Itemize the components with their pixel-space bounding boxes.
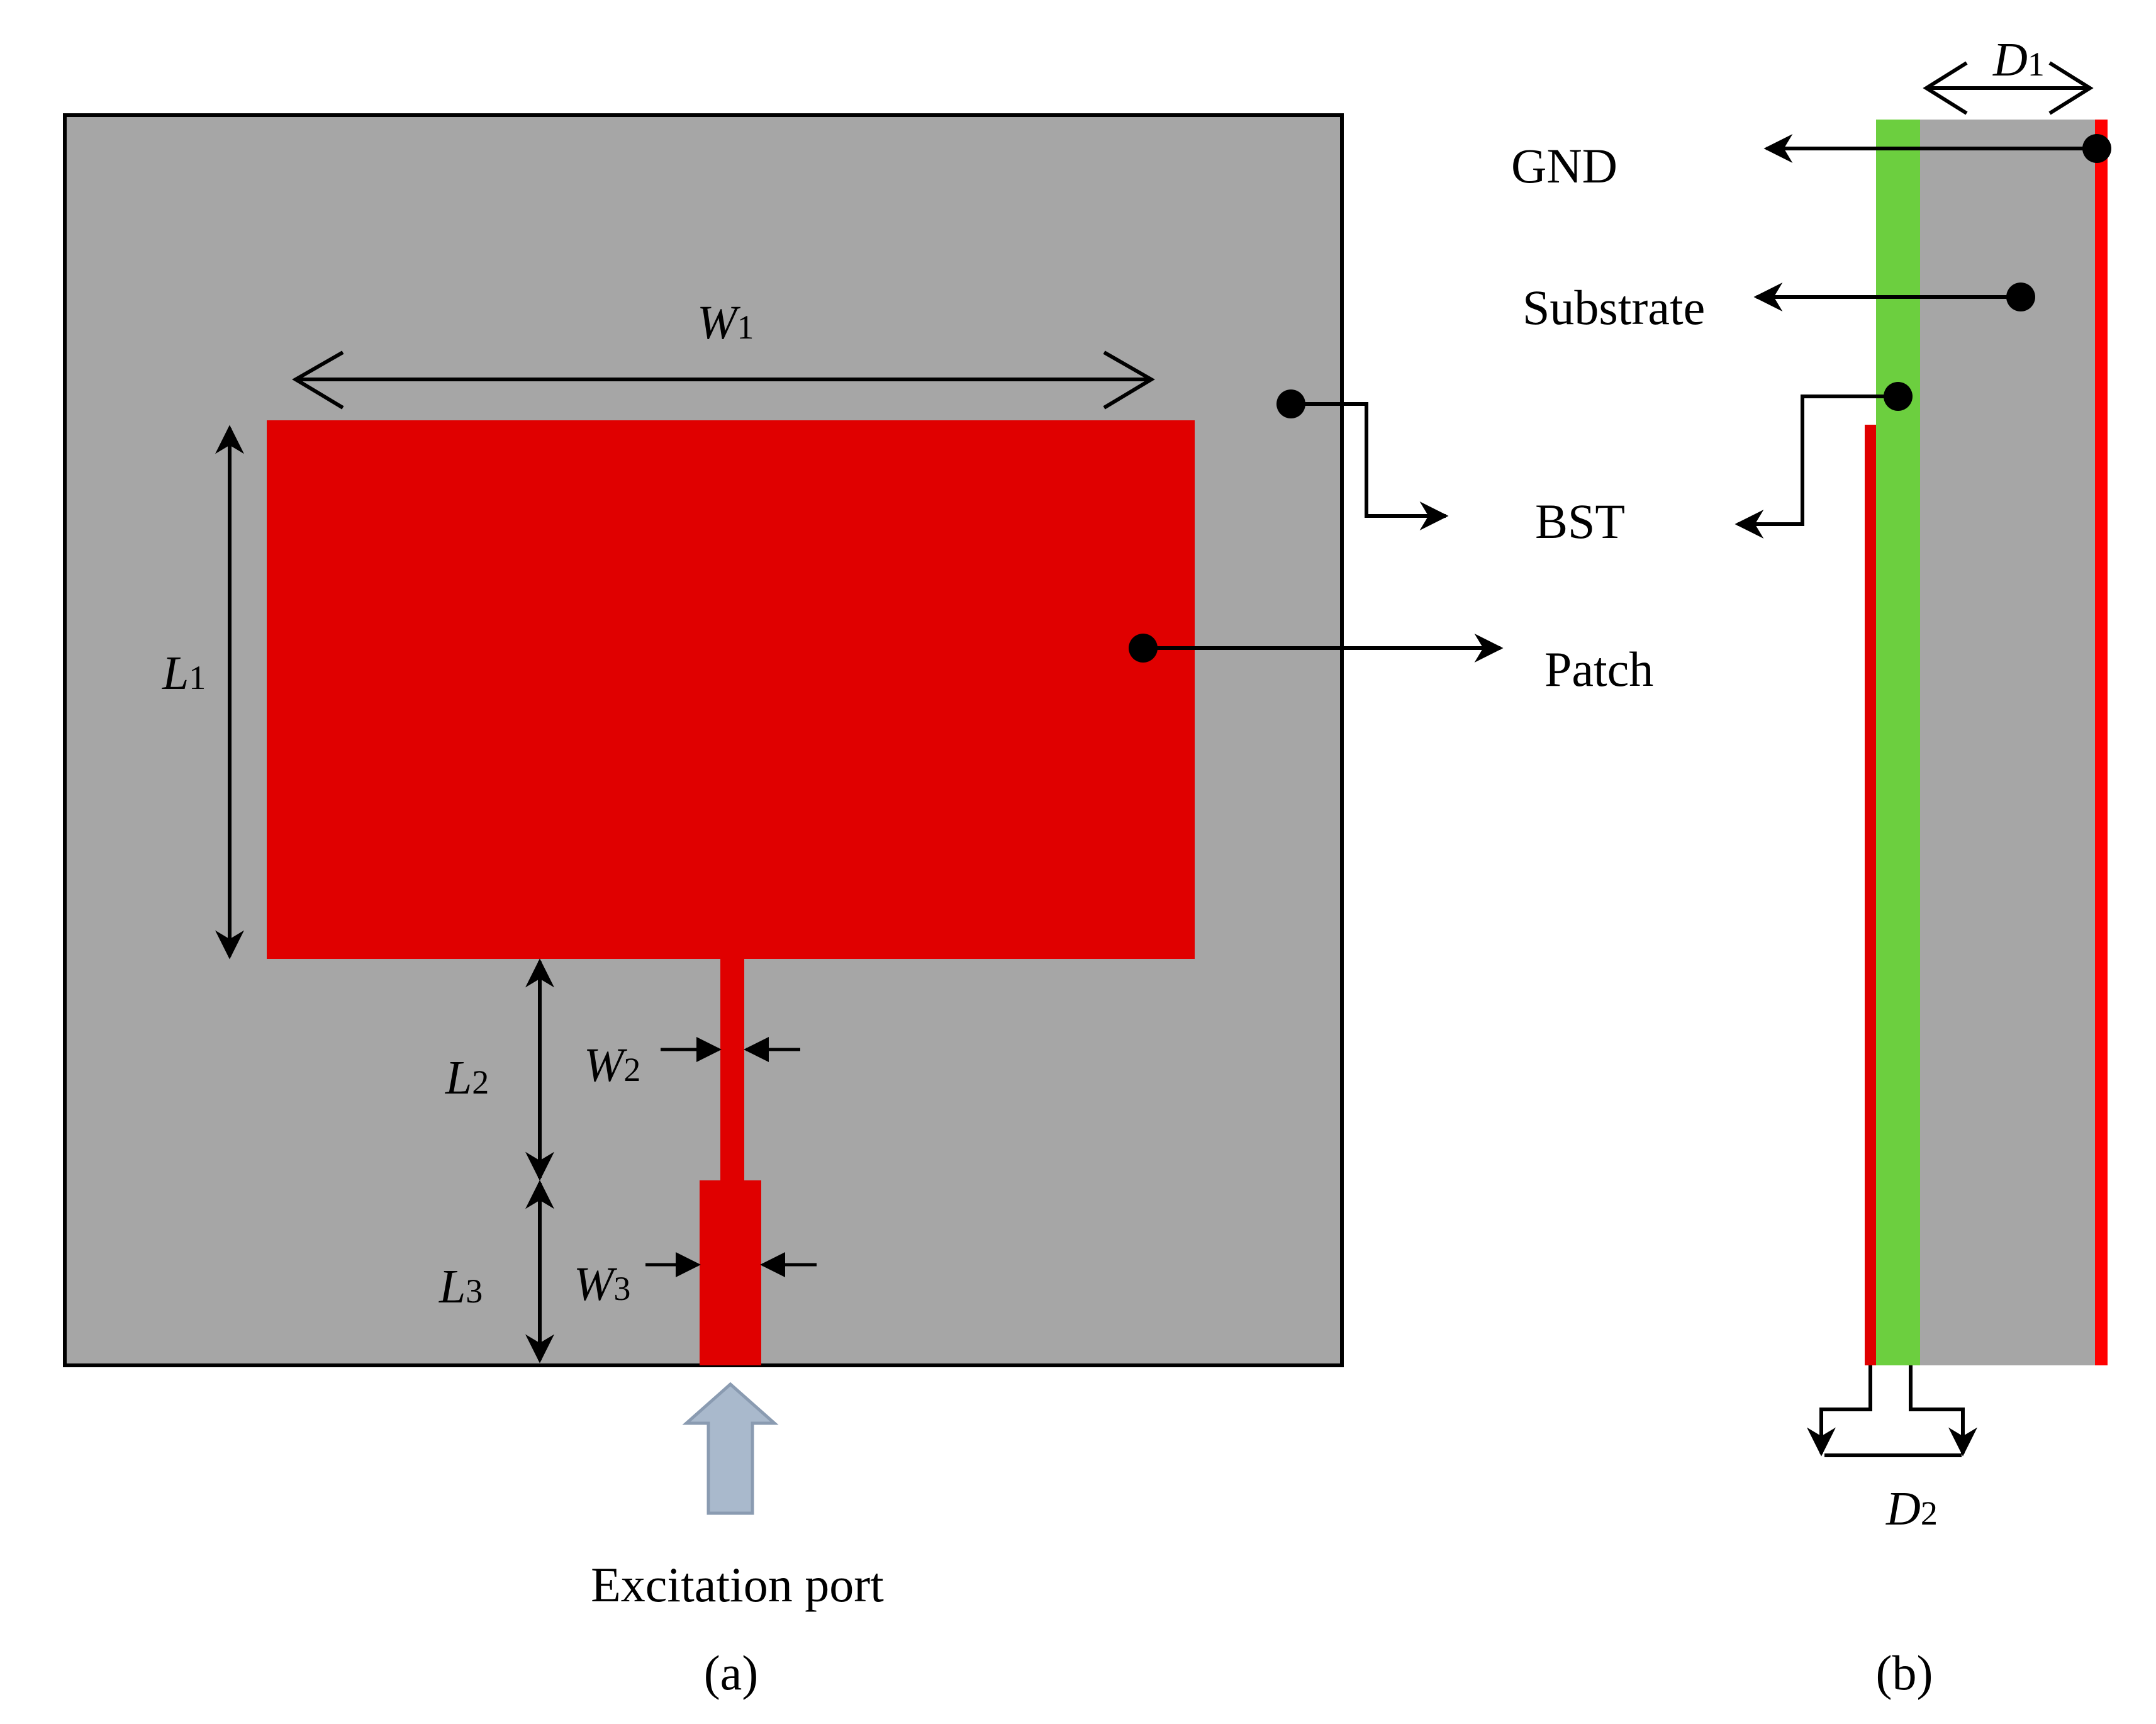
d2-label: D2: [1885, 1482, 1938, 1535]
excitation-port-arrow-icon: [682, 1382, 779, 1515]
d2-right-bracket: [1909, 1365, 1977, 1457]
caption-a: (a): [704, 1645, 759, 1700]
bst-label: BST: [1535, 494, 1625, 549]
side-patch-layer: [1865, 425, 1876, 1365]
feed-line-wide: [700, 1180, 761, 1365]
d1-label: D1: [1992, 33, 2045, 86]
substrate-label: Substrate: [1522, 280, 1705, 335]
side-bst-layer: [1876, 120, 1920, 1365]
l1-label: L1: [162, 647, 206, 700]
side-view: D1 GND Substrate BST D2 (b): [1511, 33, 2111, 1700]
w1-label: W1: [697, 296, 754, 349]
d1-right-arrowhead: [2048, 61, 2094, 115]
d1-left-arrowhead: [1923, 61, 1968, 115]
top-view: W1 L1 L2 W2 L3 W3 Excitation port Patch …: [63, 113, 1653, 1700]
feed-line-narrow: [720, 959, 744, 1180]
side-substrate: [1920, 120, 2095, 1365]
radiating-patch: [267, 420, 1195, 959]
l3-label: L3: [438, 1260, 483, 1313]
w2-label: W2: [584, 1039, 640, 1092]
l2-label: L2: [445, 1051, 489, 1104]
d2-left-bracket: [1807, 1365, 1872, 1457]
gnd-label: GND: [1511, 138, 1617, 193]
side-gnd-layer: [2095, 120, 2108, 1365]
w3-label: W3: [574, 1258, 630, 1311]
w1-right-arrowhead: [1103, 350, 1155, 410]
bst-callout-arrow-right: [1734, 395, 1898, 539]
caption-b: (b): [1876, 1645, 1933, 1700]
excitation-port-label: Excitation port: [591, 1557, 884, 1612]
bst-callout-arrow-left: [1291, 402, 1449, 530]
w1-left-arrowhead: [292, 350, 344, 410]
patch-label: Patch: [1544, 642, 1653, 697]
